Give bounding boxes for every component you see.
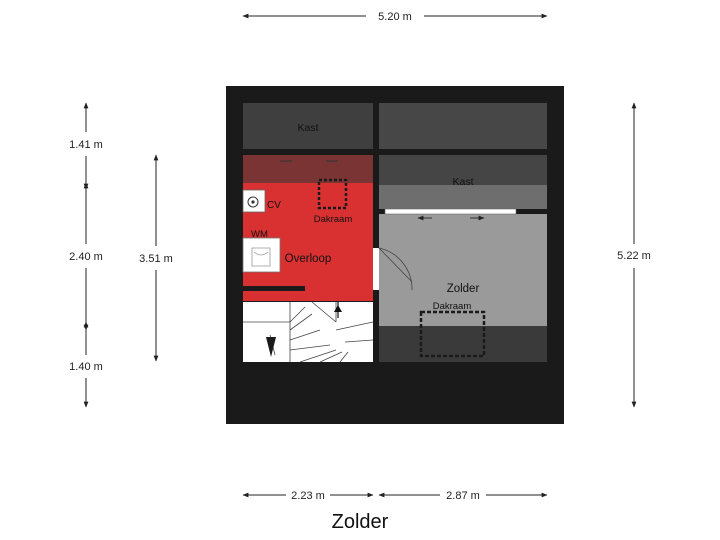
overloop-low-ceiling bbox=[243, 155, 373, 183]
dimension-bottom-left: 2.23 m bbox=[242, 490, 374, 502]
door-swing bbox=[378, 247, 413, 291]
dimension-bottom-right: 2.87 m bbox=[378, 490, 548, 502]
svg-text:3.51 m: 3.51 m bbox=[139, 253, 173, 265]
dakraam-right-label: Dakraam bbox=[433, 301, 472, 312]
washing-machine-icon bbox=[251, 247, 271, 267]
kast-left-cabinet bbox=[243, 103, 373, 149]
interior-wall bbox=[373, 290, 379, 362]
dimension-top: 5.20 m bbox=[242, 11, 548, 23]
svg-text:2.40 m: 2.40 m bbox=[69, 251, 103, 263]
door-leaf bbox=[378, 247, 413, 283]
door-opening bbox=[373, 248, 379, 290]
dakraam-left-window bbox=[317, 178, 348, 210]
kast-left-label: Kast bbox=[297, 122, 318, 134]
svg-text:1.41 m: 1.41 m bbox=[69, 139, 103, 151]
sliding-door-track bbox=[384, 208, 517, 215]
kast-right-label: Kast bbox=[452, 176, 473, 188]
zolder-low-ceiling-top bbox=[379, 103, 547, 149]
dakraam-left-label: Dakraam bbox=[314, 214, 353, 225]
dakraam-right-window bbox=[419, 310, 486, 358]
interior-wall bbox=[373, 103, 379, 248]
dimension-left-middle: 2.40 m bbox=[69, 182, 103, 331]
kast-right-area bbox=[379, 155, 547, 185]
dimension-inner-height: 3.51 m bbox=[139, 154, 173, 362]
svg-text:2.87 m: 2.87 m bbox=[446, 490, 480, 502]
cv-boiler-icon bbox=[247, 196, 259, 208]
stair-triangle bbox=[266, 337, 276, 357]
svg-text:5.20 m: 5.20 m bbox=[378, 11, 412, 23]
kast-right-shelf bbox=[379, 185, 547, 209]
plan-title: Zolder bbox=[331, 511, 389, 533]
horizontal-wall bbox=[243, 149, 373, 155]
horizontal-wall bbox=[243, 362, 547, 368]
dimension-left-upper: 1.41 m bbox=[69, 102, 103, 190]
cv-label: CV bbox=[267, 200, 281, 211]
stair-direction-arrowhead bbox=[334, 305, 342, 312]
svg-text:1.40 m: 1.40 m bbox=[69, 361, 103, 373]
zolder-room bbox=[379, 214, 547, 326]
overloop-label: Overloop bbox=[285, 253, 332, 265]
horizontal-wall bbox=[379, 149, 547, 155]
stair-railing bbox=[243, 286, 305, 291]
stair-steps bbox=[243, 301, 374, 363]
svg-text:5.22 m: 5.22 m bbox=[617, 250, 651, 262]
zolder-label: Zolder bbox=[447, 283, 480, 295]
staircase bbox=[243, 302, 373, 362]
dimension-right: 5.22 m bbox=[617, 102, 651, 408]
dimension-left-lower: 1.40 m bbox=[69, 321, 103, 408]
wm-label: WM bbox=[251, 229, 268, 240]
svg-text:2.23 m: 2.23 m bbox=[291, 490, 325, 502]
